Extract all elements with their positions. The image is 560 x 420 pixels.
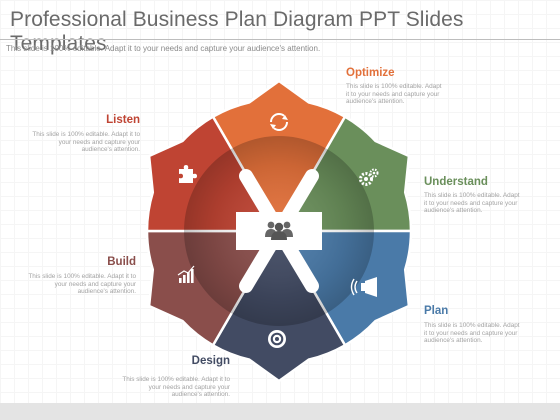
build-description: This slide is 100% editable. Adapt it to…	[28, 273, 136, 296]
optimize-label: Optimize	[346, 67, 395, 79]
understand-description: This slide is 100% editable. Adapt it to…	[424, 192, 520, 215]
bar-chart-icon	[177, 265, 195, 283]
refresh-icon	[270, 113, 288, 131]
title-divider	[0, 39, 560, 40]
optimize-description: This slide is 100% editable. Adapt it to…	[346, 83, 442, 106]
page-subtitle: This slide is 100% editable. Adapt it to…	[6, 44, 321, 53]
footer-bar	[0, 403, 560, 420]
design-label: Design	[191, 355, 230, 367]
design-description: This slide is 100% editable. Adapt it to…	[122, 376, 230, 399]
gears-icon	[359, 168, 379, 186]
page-title: Professional Business Plan Diagram PPT S…	[10, 8, 464, 55]
puzzle-icon	[179, 165, 197, 183]
build-label: Build	[107, 256, 136, 268]
listen-label: Listen	[106, 114, 140, 126]
team-icon	[265, 221, 293, 240]
plan-description: This slide is 100% editable. Adapt it to…	[424, 322, 520, 345]
listen-description: This slide is 100% editable. Adapt it to…	[32, 131, 140, 154]
target-icon	[268, 330, 286, 348]
megaphone-icon	[350, 277, 377, 297]
plan-label: Plan	[424, 305, 449, 317]
understand-label: Understand	[424, 176, 488, 188]
